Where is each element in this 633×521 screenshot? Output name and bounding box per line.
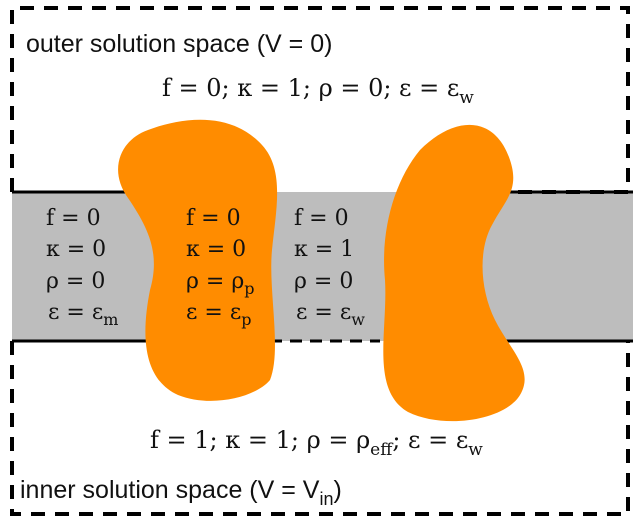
protein-rho: ρ = ρp [186,269,255,298]
membrane-rho: ρ = 0 [46,269,105,294]
pore-eps: ε = εw [296,300,365,329]
inner-space-label: inner solution space (V = Vin) [20,476,342,509]
membrane-kappa: κ = 0 [46,237,106,262]
outer-space-boundary [10,6,630,194]
protein-left [118,119,278,401]
inner-space-params: f = 1; κ = 1; ρ = ρeff; ε = εw [150,426,483,460]
pore-rho: ρ = 0 [294,269,353,294]
membrane-f: f = 0 [46,206,101,231]
protein-eps: ε = εp [186,300,251,329]
outer-space-params: f = 0; κ = 1; ρ = 0; ε = εw [162,74,474,108]
pore-f: f = 0 [294,206,349,231]
protein-f: f = 0 [186,206,241,231]
membrane-eps: ε = εm [48,300,118,329]
protein-right [383,124,525,422]
protein-kappa: κ = 0 [186,237,246,262]
membrane-slab [12,192,633,341]
pore-kappa: κ = 1 [294,237,354,262]
inner-space-boundary [10,341,630,516]
outer-space-label: outer solution space (V = 0) [26,30,332,58]
